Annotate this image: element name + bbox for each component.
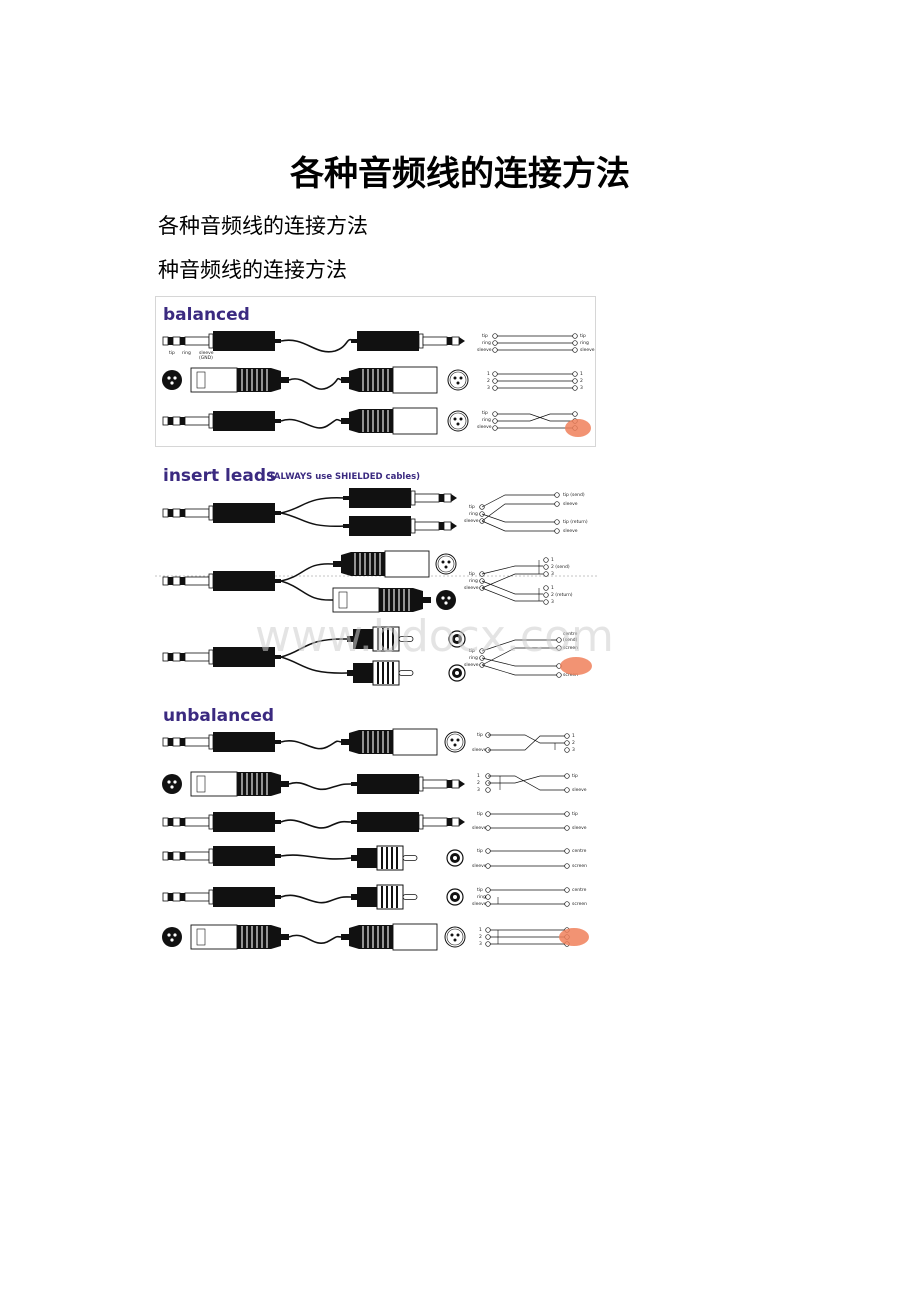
svg-text:2: 2 <box>479 934 482 940</box>
schematic-insert-2: tip ring sleeve 1 2 (send) 3 1 2 (return… <box>464 557 573 605</box>
schematic-insert-1: tip ring sleeve tip (send) sleeve tip (r… <box>464 492 588 534</box>
label-sleeve: sleeve <box>199 350 214 356</box>
svg-text:3: 3 <box>551 599 554 605</box>
svg-text:1: 1 <box>551 557 554 563</box>
svg-text:2 (return): 2 (return) <box>551 592 573 598</box>
svg-text:sleeve: sleeve <box>464 518 479 524</box>
svg-text:3: 3 <box>551 571 554 577</box>
svg-text:3: 3 <box>477 787 480 793</box>
svg-text:sleeve: sleeve <box>563 501 578 507</box>
schematic-unbalanced-2: 1 2 3 tip sleeve <box>477 773 587 793</box>
document-title: 各种音频线的连接方法 <box>290 154 630 194</box>
svg-text:1: 1 <box>487 371 490 377</box>
schematic-unbalanced-4: tip sleeve centre screen <box>472 848 587 869</box>
svg-text:tip (return): tip (return) <box>563 519 588 525</box>
svg-text:(send): (send) <box>563 637 578 643</box>
svg-text:ring: ring <box>482 340 491 346</box>
svg-text:tip: tip <box>580 333 586 339</box>
svg-text:sleeve: sleeve <box>580 347 595 353</box>
svg-text:sleeve: sleeve <box>563 528 578 534</box>
svg-text:tip: tip <box>469 504 475 510</box>
svg-text:sleeve: sleeve <box>572 825 587 831</box>
svg-text:3: 3 <box>479 941 482 947</box>
svg-text:screen: screen <box>563 672 578 678</box>
svg-text:2: 2 <box>477 780 480 786</box>
paragraph-2: 种音频线的连接方法 <box>158 258 347 282</box>
svg-text:sleeve: sleeve <box>472 747 487 753</box>
svg-text:tip: tip <box>477 848 483 854</box>
section-title-unbalanced: unbalanced <box>163 706 274 726</box>
svg-text:1: 1 <box>551 585 554 591</box>
svg-text:sleeve: sleeve <box>472 825 487 831</box>
svg-text:2: 2 <box>487 378 490 384</box>
svg-text:tip: tip <box>469 571 475 577</box>
seal-stamp <box>565 419 591 437</box>
svg-text:tip: tip <box>477 732 483 738</box>
svg-text:ring: ring <box>469 578 478 584</box>
schematic-balanced-3: tip ring sleeve <box>477 410 591 437</box>
svg-text:sleeve: sleeve <box>477 347 492 353</box>
svg-text:tip: tip <box>482 333 488 339</box>
section-note-shielded: (ALWAYS use SHIELDED cables) <box>270 472 420 482</box>
schematic-insert-3: tip ring sleeve centre (send) screen scr… <box>464 631 592 678</box>
label-ring: ring <box>182 350 191 356</box>
svg-text:ring: ring <box>482 417 491 423</box>
svg-text:1: 1 <box>572 733 575 739</box>
section-title-balanced: balanced <box>163 305 250 325</box>
svg-text:1: 1 <box>479 927 482 933</box>
svg-text:2 (send): 2 (send) <box>551 564 570 570</box>
svg-text:tip: tip <box>482 410 488 416</box>
svg-text:tip: tip <box>477 887 483 893</box>
svg-text:tip: tip <box>469 648 475 654</box>
svg-text:tip: tip <box>572 811 578 817</box>
svg-text:1: 1 <box>580 371 583 377</box>
schematic-balanced-1: tip ring sleeve tip ring sleeve <box>477 333 595 353</box>
schematic-unbalanced-6: 1 2 3 <box>479 927 589 947</box>
svg-text:ring: ring <box>469 511 478 517</box>
schematic-unbalanced-1: tip sleeve 1 2 3 <box>472 732 575 753</box>
svg-text:3: 3 <box>580 385 583 391</box>
svg-text:screen: screen <box>572 863 587 869</box>
schematic-balanced-2: 1 2 3 1 2 3 <box>487 371 583 391</box>
svg-text:sleeve: sleeve <box>572 787 587 793</box>
watermark: www.bdocx.com <box>255 611 614 662</box>
section-title-insert-leads: insert leads <box>163 466 276 486</box>
svg-text:sleeve: sleeve <box>472 901 487 907</box>
svg-text:sleeve: sleeve <box>464 662 479 668</box>
schematic-unbalanced-5: tip ring sleeve centre screen <box>472 887 587 907</box>
svg-text:sleeve: sleeve <box>477 424 492 430</box>
svg-text:centre: centre <box>572 848 587 854</box>
label-gnd: (GND) <box>199 355 213 361</box>
svg-text:tip (send): tip (send) <box>563 492 585 498</box>
svg-text:3: 3 <box>487 385 490 391</box>
svg-text:3: 3 <box>572 747 575 753</box>
svg-text:centre: centre <box>572 887 587 893</box>
svg-text:tip: tip <box>572 773 578 779</box>
svg-text:sleeve: sleeve <box>464 585 479 591</box>
svg-text:screen: screen <box>572 901 587 907</box>
svg-text:tip: tip <box>477 811 483 817</box>
svg-text:ring: ring <box>580 340 589 346</box>
audio-cable-wiring-diagram: balanced tip ring sleeve (GND) tip ring … <box>155 296 625 961</box>
svg-text:ring: ring <box>469 655 478 661</box>
svg-text:centre: centre <box>563 631 578 637</box>
svg-text:screen: screen <box>563 645 578 651</box>
svg-text:2: 2 <box>572 740 575 746</box>
svg-text:1: 1 <box>477 773 480 779</box>
svg-text:2: 2 <box>580 378 583 384</box>
svg-text:ring: ring <box>477 894 486 900</box>
label-tip: tip <box>169 350 175 356</box>
paragraph-1: 各种音频线的连接方法 <box>158 214 368 238</box>
svg-text:sleeve: sleeve <box>472 863 487 869</box>
schematic-unbalanced-3: tip sleeve tip sleeve <box>472 811 587 831</box>
